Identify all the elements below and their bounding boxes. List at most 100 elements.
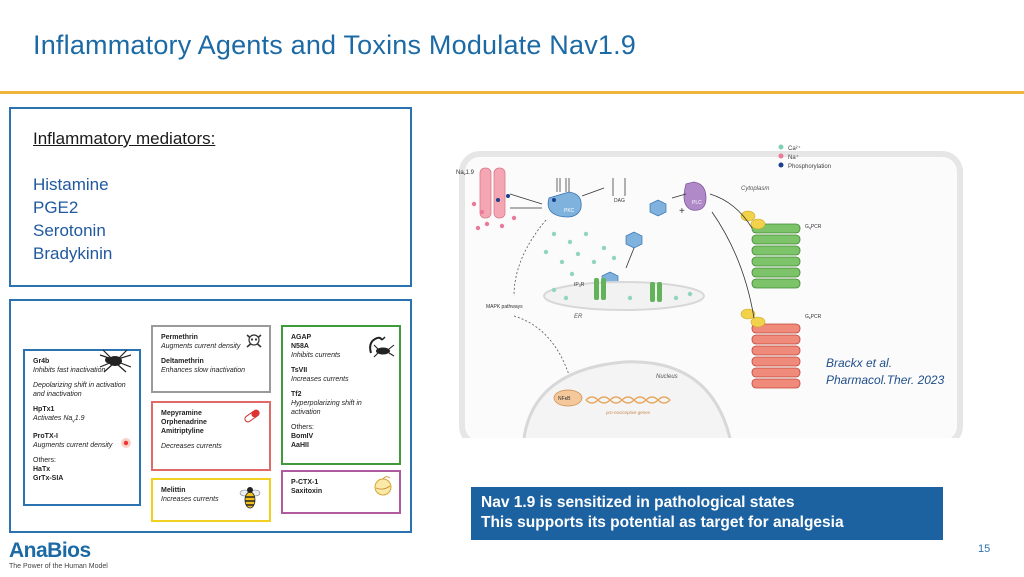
bee-icon xyxy=(239,487,261,509)
mediators-heading: Inflammatory mediators: xyxy=(33,129,216,148)
cytoplasm-label: Cytoplasm xyxy=(741,186,769,192)
er-shape xyxy=(543,281,705,311)
mediator-item: PGE2 xyxy=(33,198,79,217)
mapk-label: MAPK pathways xyxy=(486,304,523,310)
citation: Brackx et al. Pharmacol.Ther. 2023 xyxy=(826,355,944,389)
genes-label: pro-nociceptive genes xyxy=(605,410,651,415)
skull-crossbones-icon xyxy=(246,334,262,348)
g-protein xyxy=(750,218,766,230)
calcium-ions xyxy=(543,231,693,301)
er-label: ER xyxy=(574,314,583,320)
g-protein xyxy=(750,316,766,328)
toxin-box-marine: P-CTX-1 Saxitoxin xyxy=(281,470,401,514)
toxin-name: Mepyramine xyxy=(161,410,202,417)
callout-line-2: This supports its potential as target fo… xyxy=(481,514,844,531)
toxin-others-label: Others: xyxy=(291,424,314,431)
toxin-name: TsVII xyxy=(291,367,308,374)
toxin-name: GrTx-SIA xyxy=(33,475,64,483)
toxin-effect: Depolarizing shift in activation xyxy=(33,382,126,389)
mediator-item: Serotonin xyxy=(33,221,106,240)
g-protein xyxy=(740,210,756,222)
tarantula-marker-icon xyxy=(121,438,131,448)
toxin-box-scorpion: AGAP N58A Inhibits currents TsVII Increa… xyxy=(281,325,401,465)
toxin-box-drugs: Mepyramine Orphenadrine Amitriptyline De… xyxy=(151,401,271,471)
mediators-box: Inflammatory mediators: Histamine PGE2 S… xyxy=(9,107,412,287)
page-number: 15 xyxy=(978,543,991,555)
nucleus-shape xyxy=(522,360,732,438)
slide-title: Inflammatory Agents and Toxins Modulate … xyxy=(33,30,637,60)
mediator-item: Bradykinin xyxy=(33,244,113,263)
legend-phos-dot xyxy=(778,162,784,168)
pkc-label: PKC xyxy=(564,208,575,214)
toxin-effect: Increases currents xyxy=(161,496,219,503)
toxin-name: BomIV xyxy=(291,433,314,440)
toxin-name: Tf2 xyxy=(291,391,302,398)
callout-line-1: Nav 1.9 is sensitized in pathological st… xyxy=(481,494,795,511)
conclusion-callout: Nav 1.9 is sensitized in pathological st… xyxy=(471,487,943,540)
toxin-name: Deltamethrin xyxy=(161,358,204,365)
toxin-effect: Augments current density xyxy=(33,442,113,450)
legend-na-label: Na⁺ xyxy=(788,154,799,161)
title-band: Inflammatory Agents and Toxins Modulate … xyxy=(0,0,1024,92)
g-protein xyxy=(740,308,756,320)
toxin-name: N58A xyxy=(291,343,309,350)
mediators-list: Histamine PGE2 Serotonin Bradykinin xyxy=(33,173,112,265)
toxin-effect: Decreases currents xyxy=(161,443,222,450)
title-divider xyxy=(0,91,1024,94)
ip3-molecule xyxy=(649,199,667,217)
toxin-effect: Inhibits fast inactivation xyxy=(33,367,106,374)
ip3r-label: IP3R xyxy=(574,282,585,288)
gs-pcr-label: GsPCR xyxy=(805,314,822,320)
toxin-name: HaTx xyxy=(33,466,51,474)
spider-icon xyxy=(99,349,132,373)
dag-label: DAG xyxy=(614,198,625,204)
scorpion-icon xyxy=(369,336,395,358)
toxin-effect: Increases currents xyxy=(291,376,349,383)
toxin-name: Amitriptyline xyxy=(161,428,204,435)
toxin-name: AGAP xyxy=(291,334,312,341)
toxin-name: Permethrin xyxy=(161,334,198,341)
logo-tagline: The Power of the Human Model xyxy=(9,563,108,570)
legend-ca-label: Ca²⁺ xyxy=(788,145,801,152)
toxin-name: Orphenadrine xyxy=(161,419,207,426)
plc-label: PLC xyxy=(692,200,702,206)
toxin-name: ProTX-I xyxy=(33,433,58,441)
nav19-signaling-figure: Ca²⁺ Na⁺ Phosphorylation Nav1.9 PKC DAG … xyxy=(456,144,963,438)
toxin-effect: Augments current density xyxy=(161,343,241,350)
toxin-name: AaHII xyxy=(291,442,309,449)
gq-pcr-label: GqPCR xyxy=(805,224,822,230)
dinoflagellate-icon xyxy=(374,476,392,496)
toxin-name: Melittin xyxy=(161,487,186,494)
toxin-box-bee: Melittin Increases currents xyxy=(151,478,271,522)
toxin-effect: and inactivation xyxy=(33,391,82,398)
toxin-box-insecticides: Permethrin Augments current density Delt… xyxy=(151,325,271,393)
legend-ca-dot xyxy=(778,144,784,150)
toxins-box: Gr4b Inhibits fast inactivation Depolari… xyxy=(9,299,412,533)
gq-pcr-receptor xyxy=(751,223,801,289)
pill-capsule-icon xyxy=(244,409,260,423)
plc-shape xyxy=(683,181,707,211)
pkc-shape xyxy=(547,191,582,218)
logo-name: AnaBios xyxy=(9,539,91,562)
toxin-effect: Inhibits currents xyxy=(291,352,341,359)
nav-label: Nav1.9 xyxy=(456,170,475,176)
toxin-effect: Enhances slow inactivation xyxy=(161,367,246,374)
legend-phos-label: Phosphorylation xyxy=(788,164,831,170)
toxin-effect: Hyperpolarizing shift in activation xyxy=(291,400,362,416)
toxin-name: HpTx1 xyxy=(33,406,55,413)
toxin-effect: Activates Nav1.9 xyxy=(33,415,85,425)
plus-sign: + xyxy=(679,206,685,217)
nav-channel-left xyxy=(479,167,492,219)
legend-na-dot xyxy=(778,153,784,159)
nfkb-label: NFκB xyxy=(558,396,571,402)
ip3-molecule xyxy=(625,231,643,249)
dna-strand xyxy=(585,396,671,404)
citation-journal: Pharmacol.Ther. 2023 xyxy=(826,373,945,387)
nfkb-shape xyxy=(553,389,583,407)
mediator-item: Histamine xyxy=(33,175,109,194)
toxin-name: Gr4b xyxy=(33,358,50,365)
cell-membrane xyxy=(459,151,963,438)
citation-authors: Brackx et al. xyxy=(826,356,893,370)
toxin-name: Saxitoxin xyxy=(291,488,323,495)
nucleus-label: Nucleus xyxy=(656,374,678,380)
